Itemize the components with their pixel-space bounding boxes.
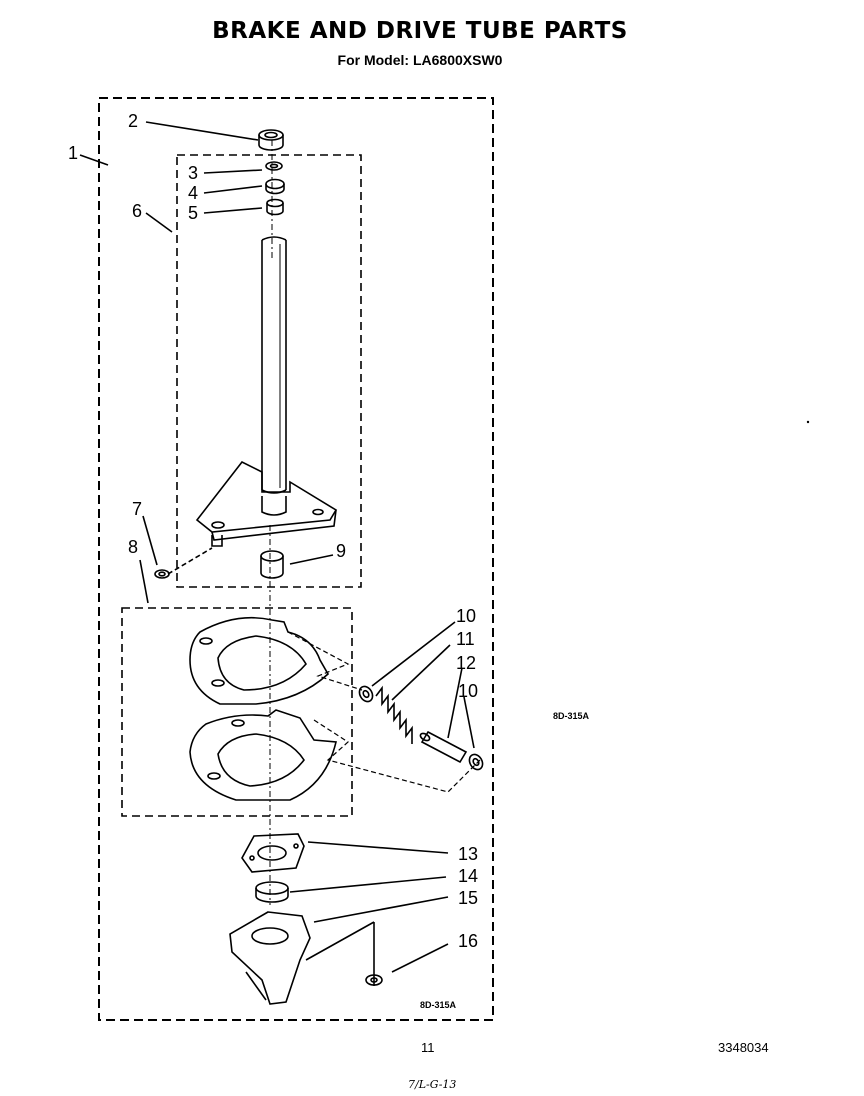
callout-5: 5 [188, 203, 199, 223]
callout-11: 11 [456, 629, 475, 649]
handwritten-note: 7/L-G-13 [408, 1078, 457, 1091]
callout-10b: 10 [458, 681, 479, 701]
part-spring [375, 685, 413, 744]
part-pivot-bushing [260, 550, 284, 579]
callout-8: 8 [128, 537, 139, 557]
part-ring [255, 881, 289, 903]
callout-1: 1 [68, 143, 79, 163]
part-clip [365, 974, 383, 986]
callout-2: 2 [128, 111, 139, 131]
diagram-code-frame: 8D-315A [420, 1000, 457, 1010]
part-bearing [265, 178, 285, 195]
part-spring-washer-left [358, 685, 374, 703]
part-pin [419, 730, 468, 764]
part-number: 3348034 [718, 1040, 769, 1055]
brake-frame [121, 607, 353, 817]
leader-lines [79, 121, 475, 973]
part-bushing [266, 198, 284, 216]
part-drive-cam [229, 911, 375, 1005]
callout-7: 7 [132, 499, 143, 519]
part-brake-shoe-upper [189, 616, 330, 705]
part-brake-shoe-lower [189, 709, 337, 801]
callout-10: 10 [456, 606, 477, 626]
page-number: 11 [421, 1040, 435, 1055]
part-seal [258, 129, 284, 151]
part-spring-washer-right [468, 753, 484, 771]
callout-14: 14 [458, 866, 479, 886]
page-title: BRAKE AND DRIVE TUBE PARTS [212, 18, 628, 44]
assembly-frame [98, 97, 494, 1021]
callout-9: 9 [336, 541, 347, 561]
callout-13: 13 [458, 844, 479, 864]
part-retainer [154, 569, 170, 579]
diagram-code-side: 8D-315A [553, 711, 590, 721]
model-subtitle: For Model: LA6800XSW0 [337, 52, 503, 68]
callout-3: 3 [188, 163, 199, 183]
part-brake-plate [241, 833, 305, 873]
callout-15: 15 [458, 888, 479, 908]
callout-16: 16 [458, 931, 479, 951]
part-washer [265, 161, 283, 171]
callout-12: 12 [456, 653, 477, 673]
callout-4: 4 [188, 183, 199, 203]
callout-6: 6 [132, 201, 143, 221]
drive-tube-frame [176, 154, 362, 588]
part-drive-tube [195, 236, 338, 547]
